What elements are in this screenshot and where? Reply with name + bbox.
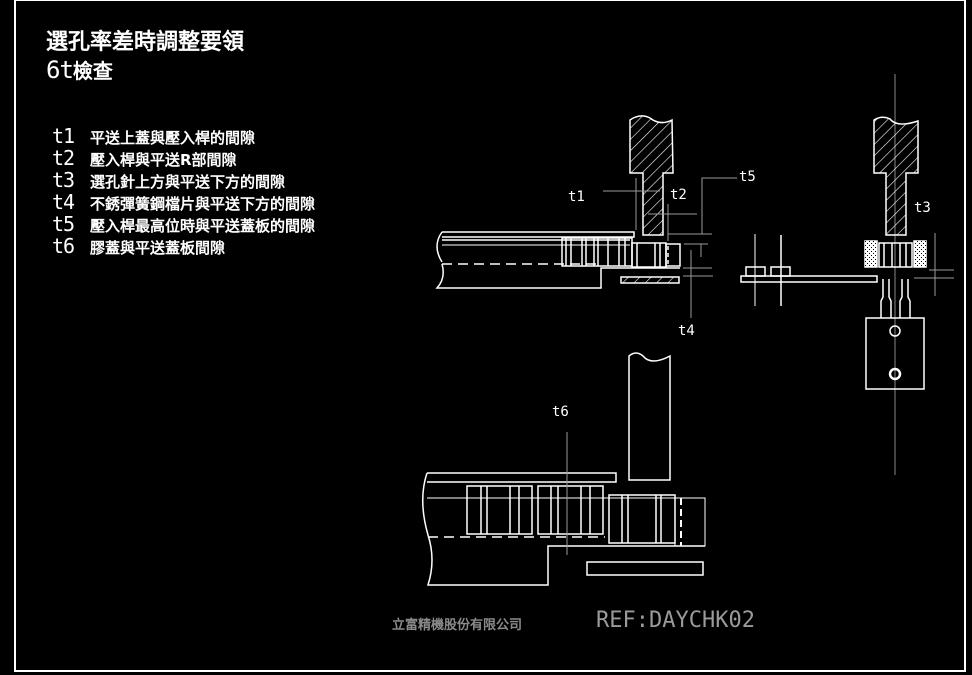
dimension-label-t4: t4	[678, 323, 695, 339]
legend-item: t5 壓入桿最高位時與平送蓋板的間隙	[52, 212, 316, 236]
pin-block	[865, 317, 925, 390]
legend-item: t4 不銹彈簧鋼檔片與平送下方的間隙	[52, 190, 316, 214]
dimension-label-t5: t5	[739, 169, 756, 185]
tape-pocket	[466, 485, 533, 535]
side-view-assembly	[435, 115, 681, 289]
legend-description: 壓入桿與平送R部間隙	[90, 151, 237, 169]
front-view-assembly	[740, 74, 927, 475]
spring-steel-plate	[620, 276, 680, 284]
legend-item: t2 壓入桿與平送R部間隙	[52, 146, 315, 170]
tape-segment	[561, 237, 633, 267]
feed-body-left-curve	[436, 231, 443, 263]
legend-item: t3 選孔針上方與平送下方的間隙	[52, 168, 315, 192]
plunger	[628, 352, 671, 481]
gap-legend: t1 平送上蓋與壓入桿的間隙 t2 壓入桿與平送R部間隙 t3 選孔針上方與平送…	[52, 124, 316, 258]
legend-item: t6 膠蓋與平送蓋板間隙	[52, 234, 315, 258]
dimension-lines-side	[603, 177, 737, 318]
legend-description: 選孔針上方與平送下方的間隙	[90, 173, 286, 191]
legend-code: t6	[52, 234, 75, 258]
dimension-label-t2: t2	[670, 187, 687, 203]
legend-code: t2	[52, 146, 75, 170]
glue-cover	[427, 472, 617, 483]
feed-plate	[740, 275, 878, 283]
legend-item: t1 平送上蓋與壓入桿的間隙	[52, 124, 315, 148]
dimension-label-t6: t6	[552, 404, 569, 420]
press-rod-front	[873, 116, 919, 236]
tape-pocket	[537, 485, 604, 535]
feed-cover	[442, 231, 635, 238]
dimension-lines-front	[914, 233, 954, 296]
drawing-title: 選孔率差時調整要領	[46, 30, 245, 55]
component-lower	[608, 494, 676, 544]
lower-view-assembly	[422, 352, 706, 586]
legend-description: 不銹彈簧鋼檔片與平送下方的間隙	[90, 195, 316, 213]
drawing-subtitle: 6t檢查	[46, 56, 113, 86]
legend-description: 壓入桿最高位時與平送蓋板的間隙	[90, 217, 316, 235]
legend-description: 膠蓋與平送蓋板間隙	[90, 239, 226, 257]
component-front	[878, 242, 913, 268]
legend-code: t1	[52, 124, 75, 148]
base-plate	[586, 561, 704, 576]
dimension-label-t3: t3	[914, 200, 931, 216]
drawing-frame	[14, 0, 966, 672]
press-rod	[629, 115, 674, 236]
legend-code: t3	[52, 168, 75, 192]
feed-lower-body	[435, 263, 680, 289]
selector-pins	[880, 279, 911, 318]
legend-description: 平送上蓋與壓入桿的間隙	[90, 129, 256, 147]
subtitle-word: 檢查	[72, 59, 113, 83]
legend-code: t5	[52, 212, 75, 236]
drawing-reference: REF:DAYCHK02	[596, 608, 755, 633]
subtitle-code: 6t	[46, 56, 74, 84]
legend-code: t4	[52, 190, 75, 214]
company-name: 立富精機股份有限公司	[392, 618, 523, 633]
dimension-label-t1: t1	[568, 189, 585, 205]
